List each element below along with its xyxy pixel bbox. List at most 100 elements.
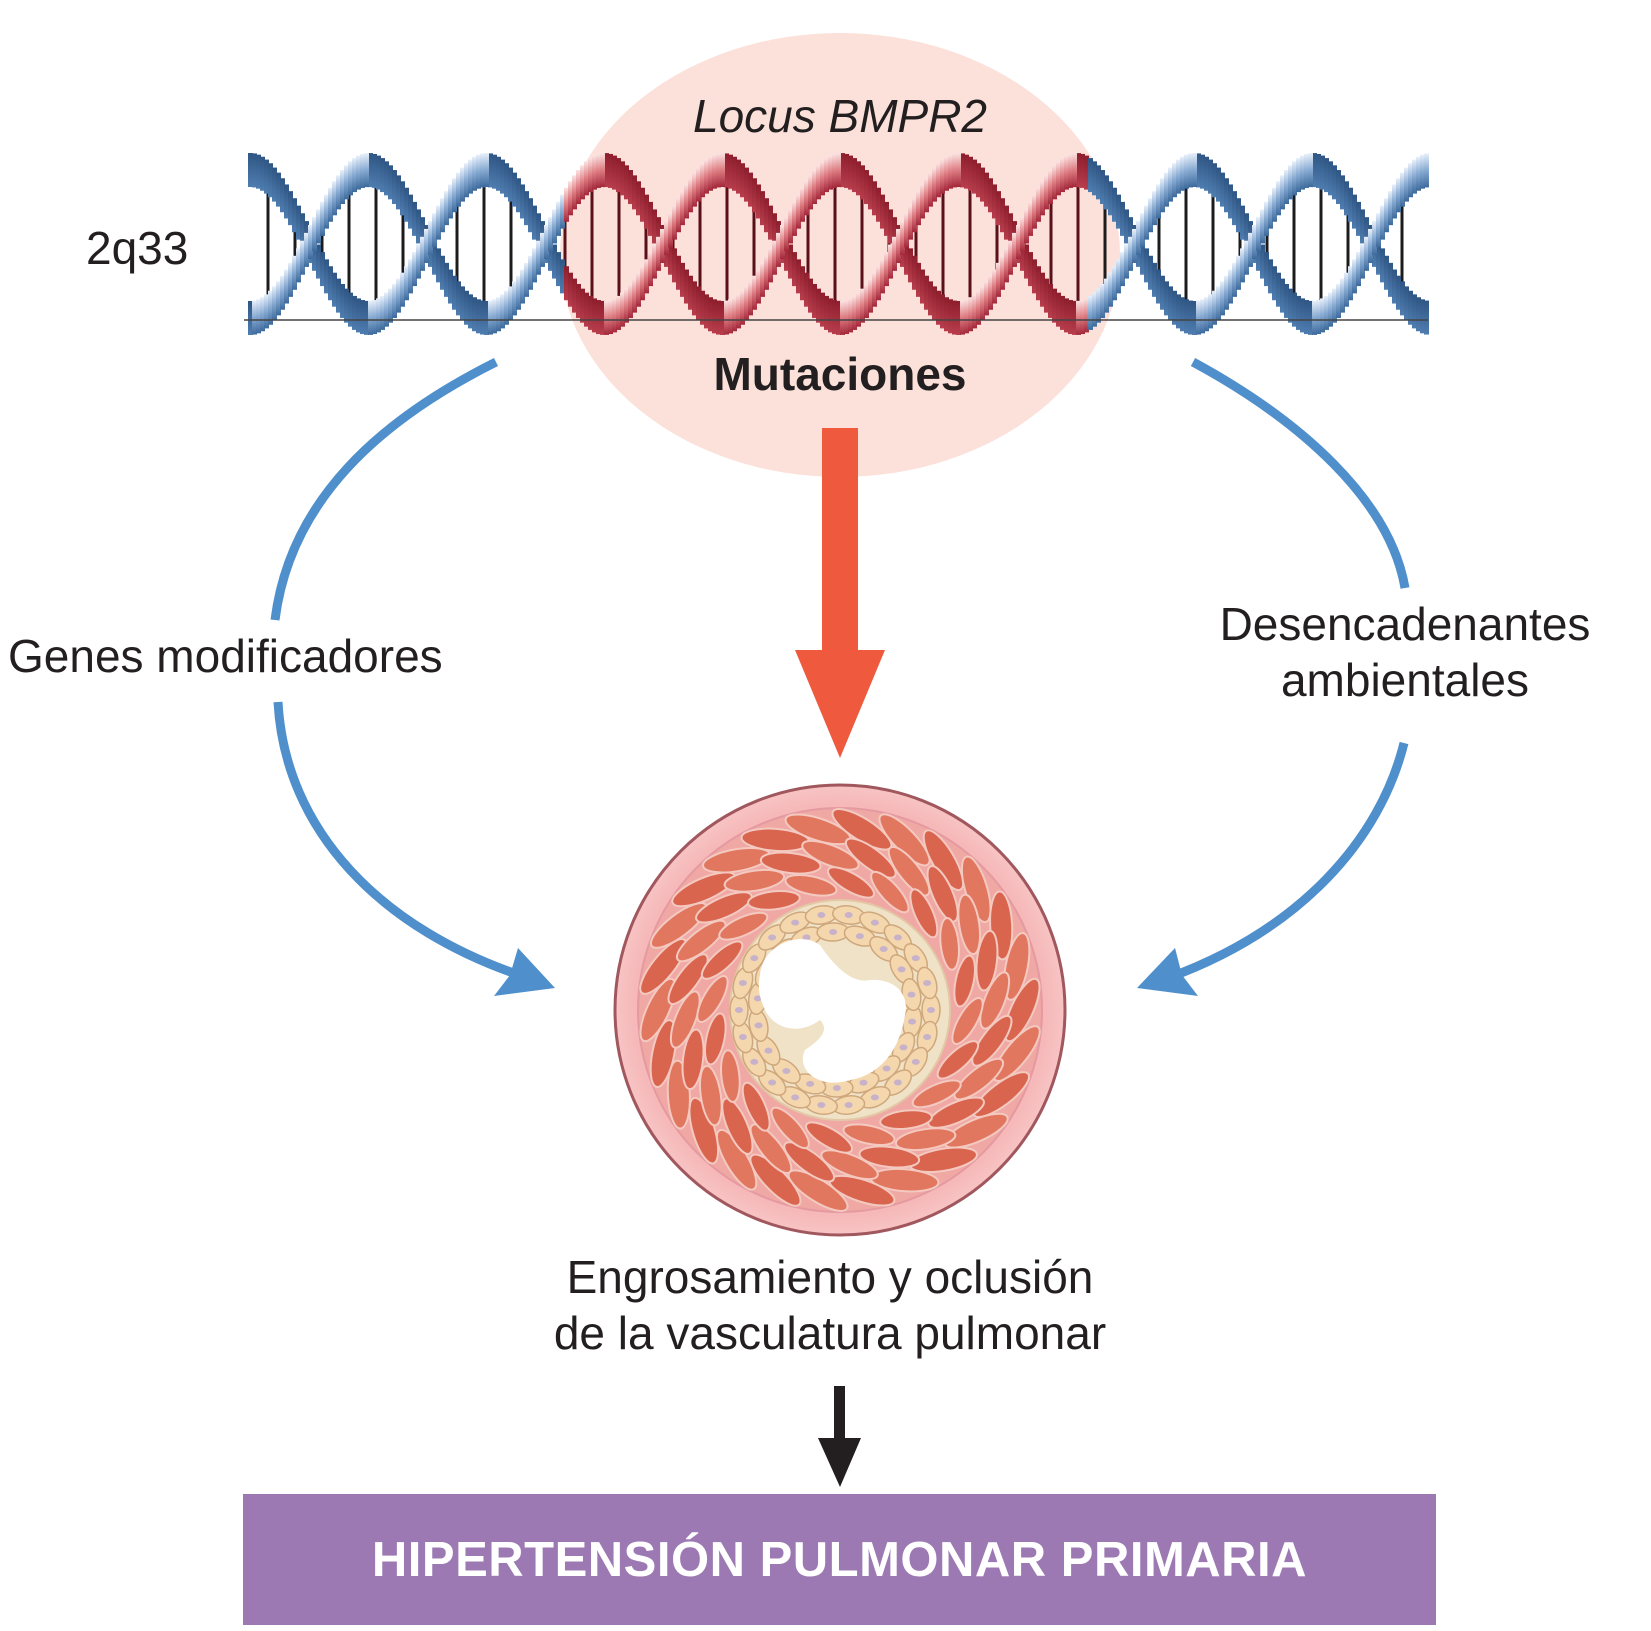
dna-strand-segment [1340,278,1345,313]
dna-strand-segment [432,213,437,248]
cell-nucleus [802,934,811,941]
smooth-muscle-cell [951,996,984,1045]
dna-strand-segment [628,283,633,318]
dna-strand-segment [484,301,489,335]
dna-strand-segment [1036,266,1041,301]
dna-strand-segment [1204,297,1209,332]
dna-strand-segment [428,221,433,256]
dna-strand-segment [868,175,873,210]
dna-strand-segment [984,281,989,316]
pulmonary-vessel-cross-section [613,783,1067,1237]
dna-strand-segment [628,170,633,205]
dna-strand-segment [1052,165,1057,200]
smooth-muscle-cell [805,1121,854,1154]
dna-strand-segment [848,298,853,333]
dna-strand-segment [496,156,501,191]
dna-strand-segment [788,244,793,279]
dna-strand-segment [368,300,373,335]
dna-strand-segment [1156,269,1161,304]
dna-strand-segment [688,178,693,213]
dna-strand-segment [316,209,321,244]
dna-strand-segment [1144,248,1149,283]
dna-strand-segment [1332,165,1337,200]
dna-strand-segment [988,178,993,213]
dna-strand-segment [656,236,661,271]
cell-nucleus [844,1102,853,1109]
dna-strand-segment [960,300,965,335]
dna-strand-segment [1104,175,1109,210]
dna-strand-segment [884,201,889,236]
dna-strand-segment [892,236,897,271]
cell-nucleus [750,955,759,962]
dna-strand-segment [532,248,537,283]
dna-strand-segment [716,153,721,188]
dna-strand-segment [604,153,609,188]
dna-strand-segment [1068,153,1073,188]
dna-strand-segment [888,244,893,279]
dna-strand-segment [684,269,689,304]
dna-strand-segment [1336,170,1341,205]
cell-nucleus [899,1044,908,1051]
dna-strand-segment [468,294,473,329]
dna-strand-segment [336,175,341,210]
dna-strand-segment [464,290,469,325]
dna-strand-segment [672,248,677,283]
dna-strand-segment [1352,259,1357,294]
dna-strand-segment [1036,187,1041,222]
dna-strand-segment [1096,165,1101,200]
dna-strand-segment [1320,155,1325,190]
dna-strand-segment [796,259,801,294]
dna-strand-segment [1128,217,1133,252]
dna-strand-segment [1224,178,1229,213]
dna-strand-segment [272,286,277,321]
dna-strand-segment [1172,163,1177,198]
dna-strand-segment [612,298,617,333]
cell-nucleus [754,1022,763,1029]
dna-strand-segment [1132,228,1137,263]
cell-nucleus [893,934,902,941]
environmental-triggers-label: Desencadenantes ambientales [1160,596,1650,708]
dna-strand-segment [556,201,561,236]
dna-strand-segment [712,154,717,189]
dna-strand-segment [516,178,521,213]
smooth-muscle-cell [698,1064,723,1127]
dna-strand-segment [380,295,385,330]
dna-strand-segment [1112,187,1117,222]
dna-strand-segment [472,297,477,332]
dna-strand-segment [1304,300,1309,335]
dna-strand-segment [1108,181,1113,216]
dna-strand-segment [536,240,541,275]
dna-strand-segment [1412,159,1417,194]
smooth-muscle-cell [953,1057,1005,1101]
dna-strand-segment [804,272,809,307]
dna-strand-segment [936,290,941,325]
dna-strand-segment [460,286,465,321]
dna-strand-segment [1064,298,1069,333]
dna-strand-segment [888,209,893,244]
dna-strand-segment [1396,275,1401,310]
dna-strand-segment [724,153,729,188]
dna-strand-segment [804,181,809,216]
dna-strand-segment [776,232,781,267]
dna-strand-segment [1100,283,1105,318]
dna-strand-segment [588,295,593,330]
dna-strand-segment [492,154,497,189]
dna-strand-segment [436,248,441,283]
dna-strand-segment [1056,161,1061,196]
dna-strand-segment [1080,153,1085,188]
dna-strand-segment [684,184,689,219]
dna-strand-segment [1140,213,1145,248]
dna-strand-segment [1260,209,1265,244]
cell-nucleus [911,955,920,962]
dna-strand-segment [1068,300,1073,335]
dna-strand-segment [1424,153,1429,188]
mutation-effect-arrow [795,428,885,758]
dna-strand-segment [288,262,293,297]
dna-strand-segment [984,172,989,207]
dna-strand-segment [728,154,733,189]
dna-strand-segment [476,299,481,334]
dna-strand-segment [364,153,369,188]
dna-strand-segment [688,275,693,310]
dna-strand-segment [1148,198,1153,233]
dna-strand-segment [812,170,817,205]
